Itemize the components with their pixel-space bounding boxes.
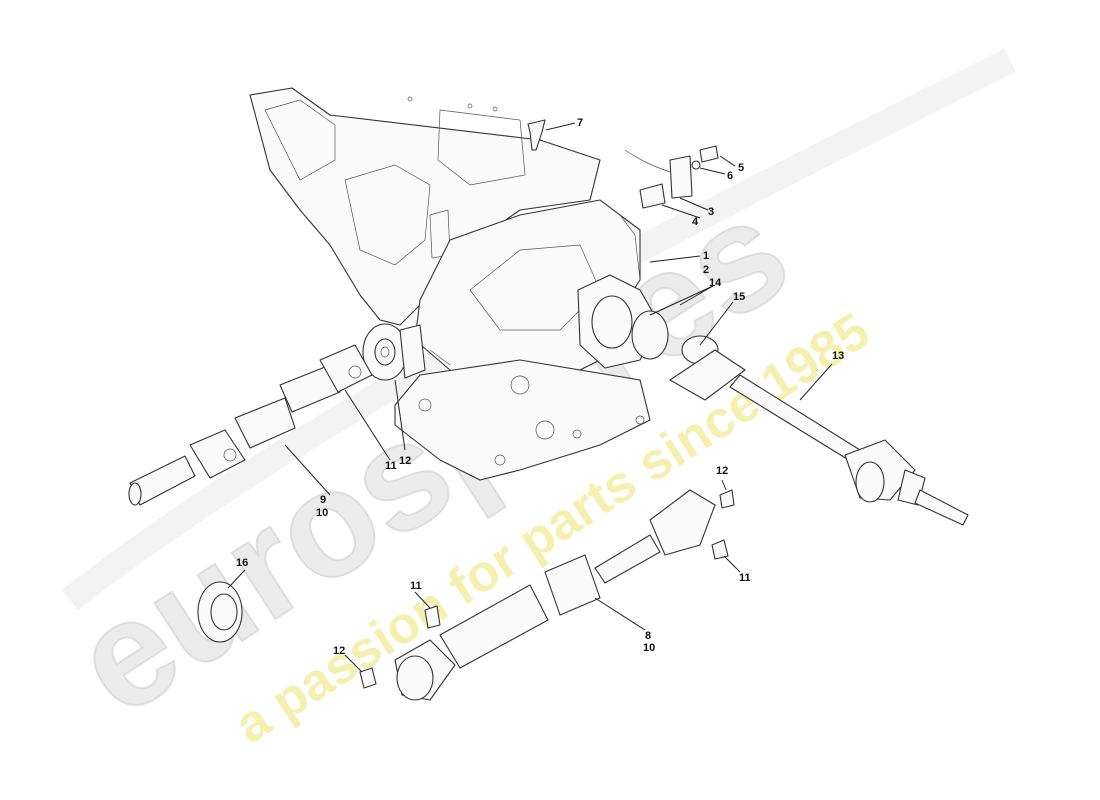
callout-10-bottom: 10 (643, 642, 655, 654)
callout-4: 4 (692, 216, 699, 228)
left-driveshaft (128, 344, 373, 506)
right-driveshaft (669, 349, 969, 526)
left-output-flange (362, 323, 426, 381)
small-hardware (359, 119, 735, 689)
callout-2: 2 (703, 264, 709, 276)
callout-14: 14 (709, 277, 722, 289)
callout-16: 16 (236, 557, 248, 569)
callout-13: 13 (832, 350, 844, 362)
callout-labels: 1 2 3 4 5 6 7 8 9 10 10 11 11 11 12 12 1… (236, 117, 844, 657)
callout-8: 8 (645, 630, 651, 642)
seal (197, 581, 243, 643)
callout-10-left: 10 (316, 507, 328, 519)
callout-15: 15 (733, 291, 745, 303)
callout-11-bottom: 11 (410, 580, 422, 592)
leader-lines (227, 122, 833, 673)
callout-12-right: 12 (716, 465, 728, 477)
rear-subframe (249, 87, 601, 326)
callout-12-left: 12 (399, 455, 411, 467)
callout-3: 3 (708, 206, 714, 218)
callout-5: 5 (738, 162, 744, 174)
callout-6: 6 (727, 170, 733, 182)
callout-11-left: 11 (385, 460, 397, 472)
callout-12-bottom: 12 (333, 645, 345, 657)
spare-driveshaft (394, 489, 716, 701)
callout-11-right: 11 (739, 572, 751, 584)
callout-7: 7 (577, 117, 583, 129)
callout-1: 1 (703, 250, 709, 262)
callout-9: 9 (320, 494, 326, 506)
